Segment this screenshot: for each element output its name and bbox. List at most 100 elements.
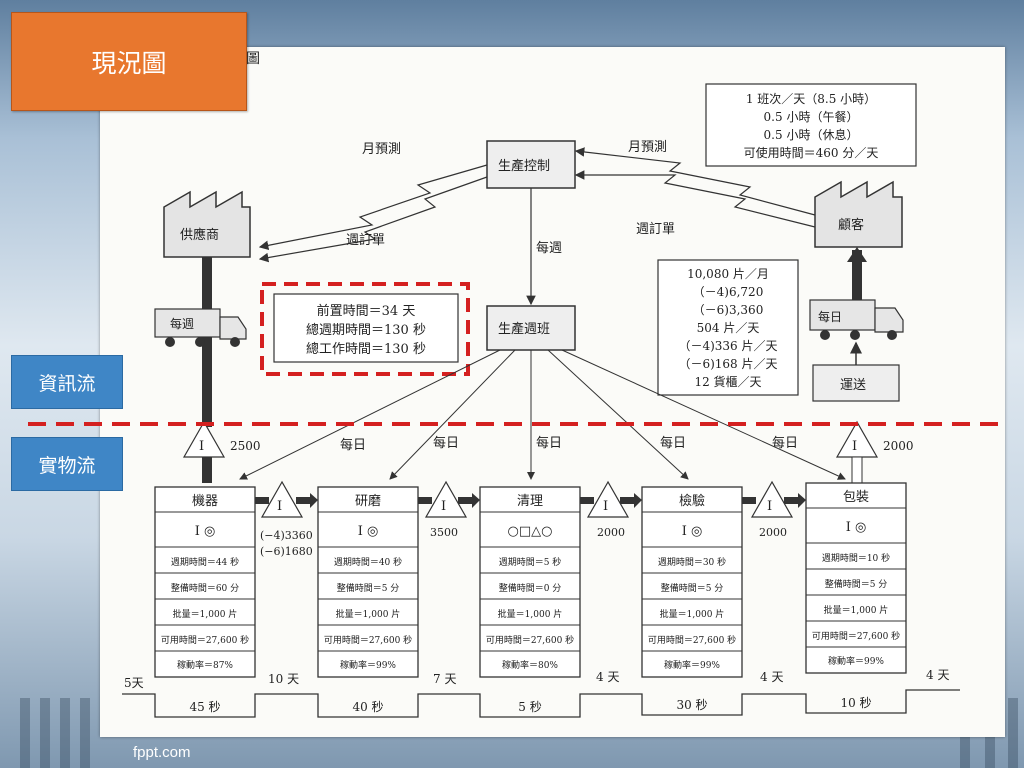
monthly-forecast-left-label: 月預測: [362, 142, 401, 157]
process-metric: 可用時間＝27,600 秒: [324, 634, 412, 646]
supplier-label: 供應商: [180, 227, 219, 243]
customer-truck-label: 每日: [818, 309, 842, 324]
demand-line: （－4)336 片／天: [678, 339, 777, 353]
process-metric: 可用時間＝27,600 秒: [648, 634, 736, 646]
summary-line: 總工作時間＝130 秒: [306, 341, 426, 357]
process-operator-icon: I ◎: [846, 520, 867, 535]
finished-push-arrow: [851, 456, 863, 484]
process-name: 檢驗: [679, 493, 705, 509]
inventory-qty: (−6)1680: [260, 545, 313, 558]
weekly-order-left-label: 週訂單: [346, 232, 385, 248]
timeline-days: 5天: [124, 676, 144, 690]
customer-info-line: 可使用時間＝460 分／天: [744, 145, 879, 160]
footer-brand: fppt.com: [133, 744, 191, 761]
push-arrow: [418, 493, 480, 508]
process-metric: 稼動率＝99%: [340, 659, 396, 671]
summary-box: [273, 293, 459, 363]
timeline-secs: 45 秒: [189, 700, 220, 714]
info-arrow-order-left: [258, 176, 488, 263]
daily-arrow-inspection: [547, 349, 689, 480]
process-metric: 稼動率＝87%: [177, 659, 233, 671]
daily-arrow-machining: [239, 349, 501, 480]
customer-shipment-arrowhead: [847, 247, 867, 262]
process-inspection: [641, 486, 743, 678]
inventory-qty: 3500: [430, 526, 458, 539]
production-schedule-label: 生產週班: [498, 321, 550, 337]
customer-info-line: 1 班次／天（8.5 小時）: [746, 92, 876, 106]
process-packing: [805, 482, 907, 674]
process-metric: 整備時間＝5 分: [825, 578, 888, 590]
process-machining: [154, 486, 256, 678]
demand-line: 10,080 片／月: [687, 267, 769, 281]
process-metric: 週期時間＝40 秒: [334, 556, 402, 568]
process-metric: 可用時間＝27,600 秒: [812, 630, 900, 642]
process-operator-icon: I ◎: [682, 524, 703, 539]
process-name: 研磨: [355, 494, 381, 509]
process-operator-icon: ○□△○: [508, 524, 553, 539]
demand-line: 504 片／天: [697, 321, 760, 335]
lead-time-ladder: [122, 689, 960, 718]
demand-line: （－6)3,360: [693, 303, 764, 317]
push-arrow: [580, 493, 642, 508]
production-control-label: 生產控制: [498, 158, 550, 174]
process-metric: 整備時間＝5 分: [337, 582, 400, 594]
timeline-secs: 30 秒: [676, 698, 707, 712]
slide-title: 現況圖: [11, 12, 247, 111]
supplier-truck-label: 每週: [170, 316, 194, 331]
production-schedule-box: [486, 305, 576, 351]
inventory-symbol: I: [603, 499, 608, 514]
process-operator-icon: I ◎: [195, 524, 216, 539]
timeline-days: 7 天: [433, 672, 456, 686]
customer-truck-icon: [809, 299, 904, 340]
summary-line: 總週期時間＝130 秒: [306, 322, 426, 338]
process-metric: 週期時間＝10 秒: [822, 552, 890, 564]
daily-arrow-packing: [561, 349, 846, 480]
timeline-days: 4 天: [926, 668, 949, 682]
timeline-days: 4 天: [596, 670, 619, 684]
process-metric: 稼動率＝99%: [664, 659, 720, 671]
process-operator-icon: I ◎: [358, 524, 379, 539]
material-flow-label: 實物流: [11, 437, 123, 491]
customer-info-line: 0.5 小時（休息）: [764, 127, 859, 142]
info-arrow-forecast-right: [574, 147, 816, 216]
customer-info-box: [705, 83, 917, 167]
inventory-triangle: [260, 480, 304, 518]
timeline-days: 4 天: [760, 670, 783, 684]
timeline-secs: 40 秒: [352, 700, 383, 714]
daily-arrow-grinding: [389, 349, 516, 480]
daily-label: 每日: [660, 435, 686, 451]
process-metric: 整備時間＝60 分: [171, 582, 239, 594]
push-arrow: [742, 493, 806, 508]
inventory-qty: 2000: [759, 526, 787, 539]
inventory-symbol: I: [441, 499, 446, 514]
demand-info-box: [657, 259, 799, 396]
timeline-days: 10 天: [268, 672, 299, 686]
customer-factory-icon: [814, 180, 903, 248]
process-metric: 批量＝1,000 片: [824, 604, 889, 616]
summary-line: 前置時間＝34 天: [317, 303, 416, 319]
process-metric: 整備時間＝0 分: [499, 582, 562, 594]
inventory-symbol: I: [277, 499, 282, 514]
process-metric: 稼動率＝80%: [502, 659, 558, 671]
flow-divider-line: [28, 422, 1000, 426]
inventory-qty: (−4)3360: [260, 529, 313, 542]
process-name: 清理: [517, 494, 543, 509]
monthly-forecast-right-label: 月預測: [628, 140, 667, 155]
process-grinding: [317, 486, 419, 678]
info-arrow-order-right: [574, 170, 816, 228]
inventory-triangle: [750, 480, 794, 518]
demand-line: （－6)168 片／天: [678, 357, 777, 371]
value-stream-map-document: 圖 供應商 顧客 生產控制 生產週班 月預測 月預測 週訂單 週訂單 每週 1 …: [100, 47, 1005, 737]
process-metric: 批量＝1,000 片: [498, 608, 563, 620]
inventory-symbol: I: [199, 439, 204, 454]
process-metric: 批量＝1,000 片: [660, 608, 725, 620]
info-arrow-forecast-left: [258, 164, 488, 251]
demand-line: 12 貨櫃／天: [694, 374, 761, 389]
customer-info-line: 0.5 小時（午餐）: [764, 109, 859, 124]
daily-label: 每日: [536, 435, 562, 451]
inventory-triangle: [424, 480, 468, 518]
process-metric: 週期時間＝5 秒: [499, 556, 562, 568]
process-metric: 可用時間＝27,600 秒: [486, 634, 574, 646]
inventory-finished-qty: 2000: [883, 439, 914, 453]
process-name: 機器: [192, 494, 218, 509]
